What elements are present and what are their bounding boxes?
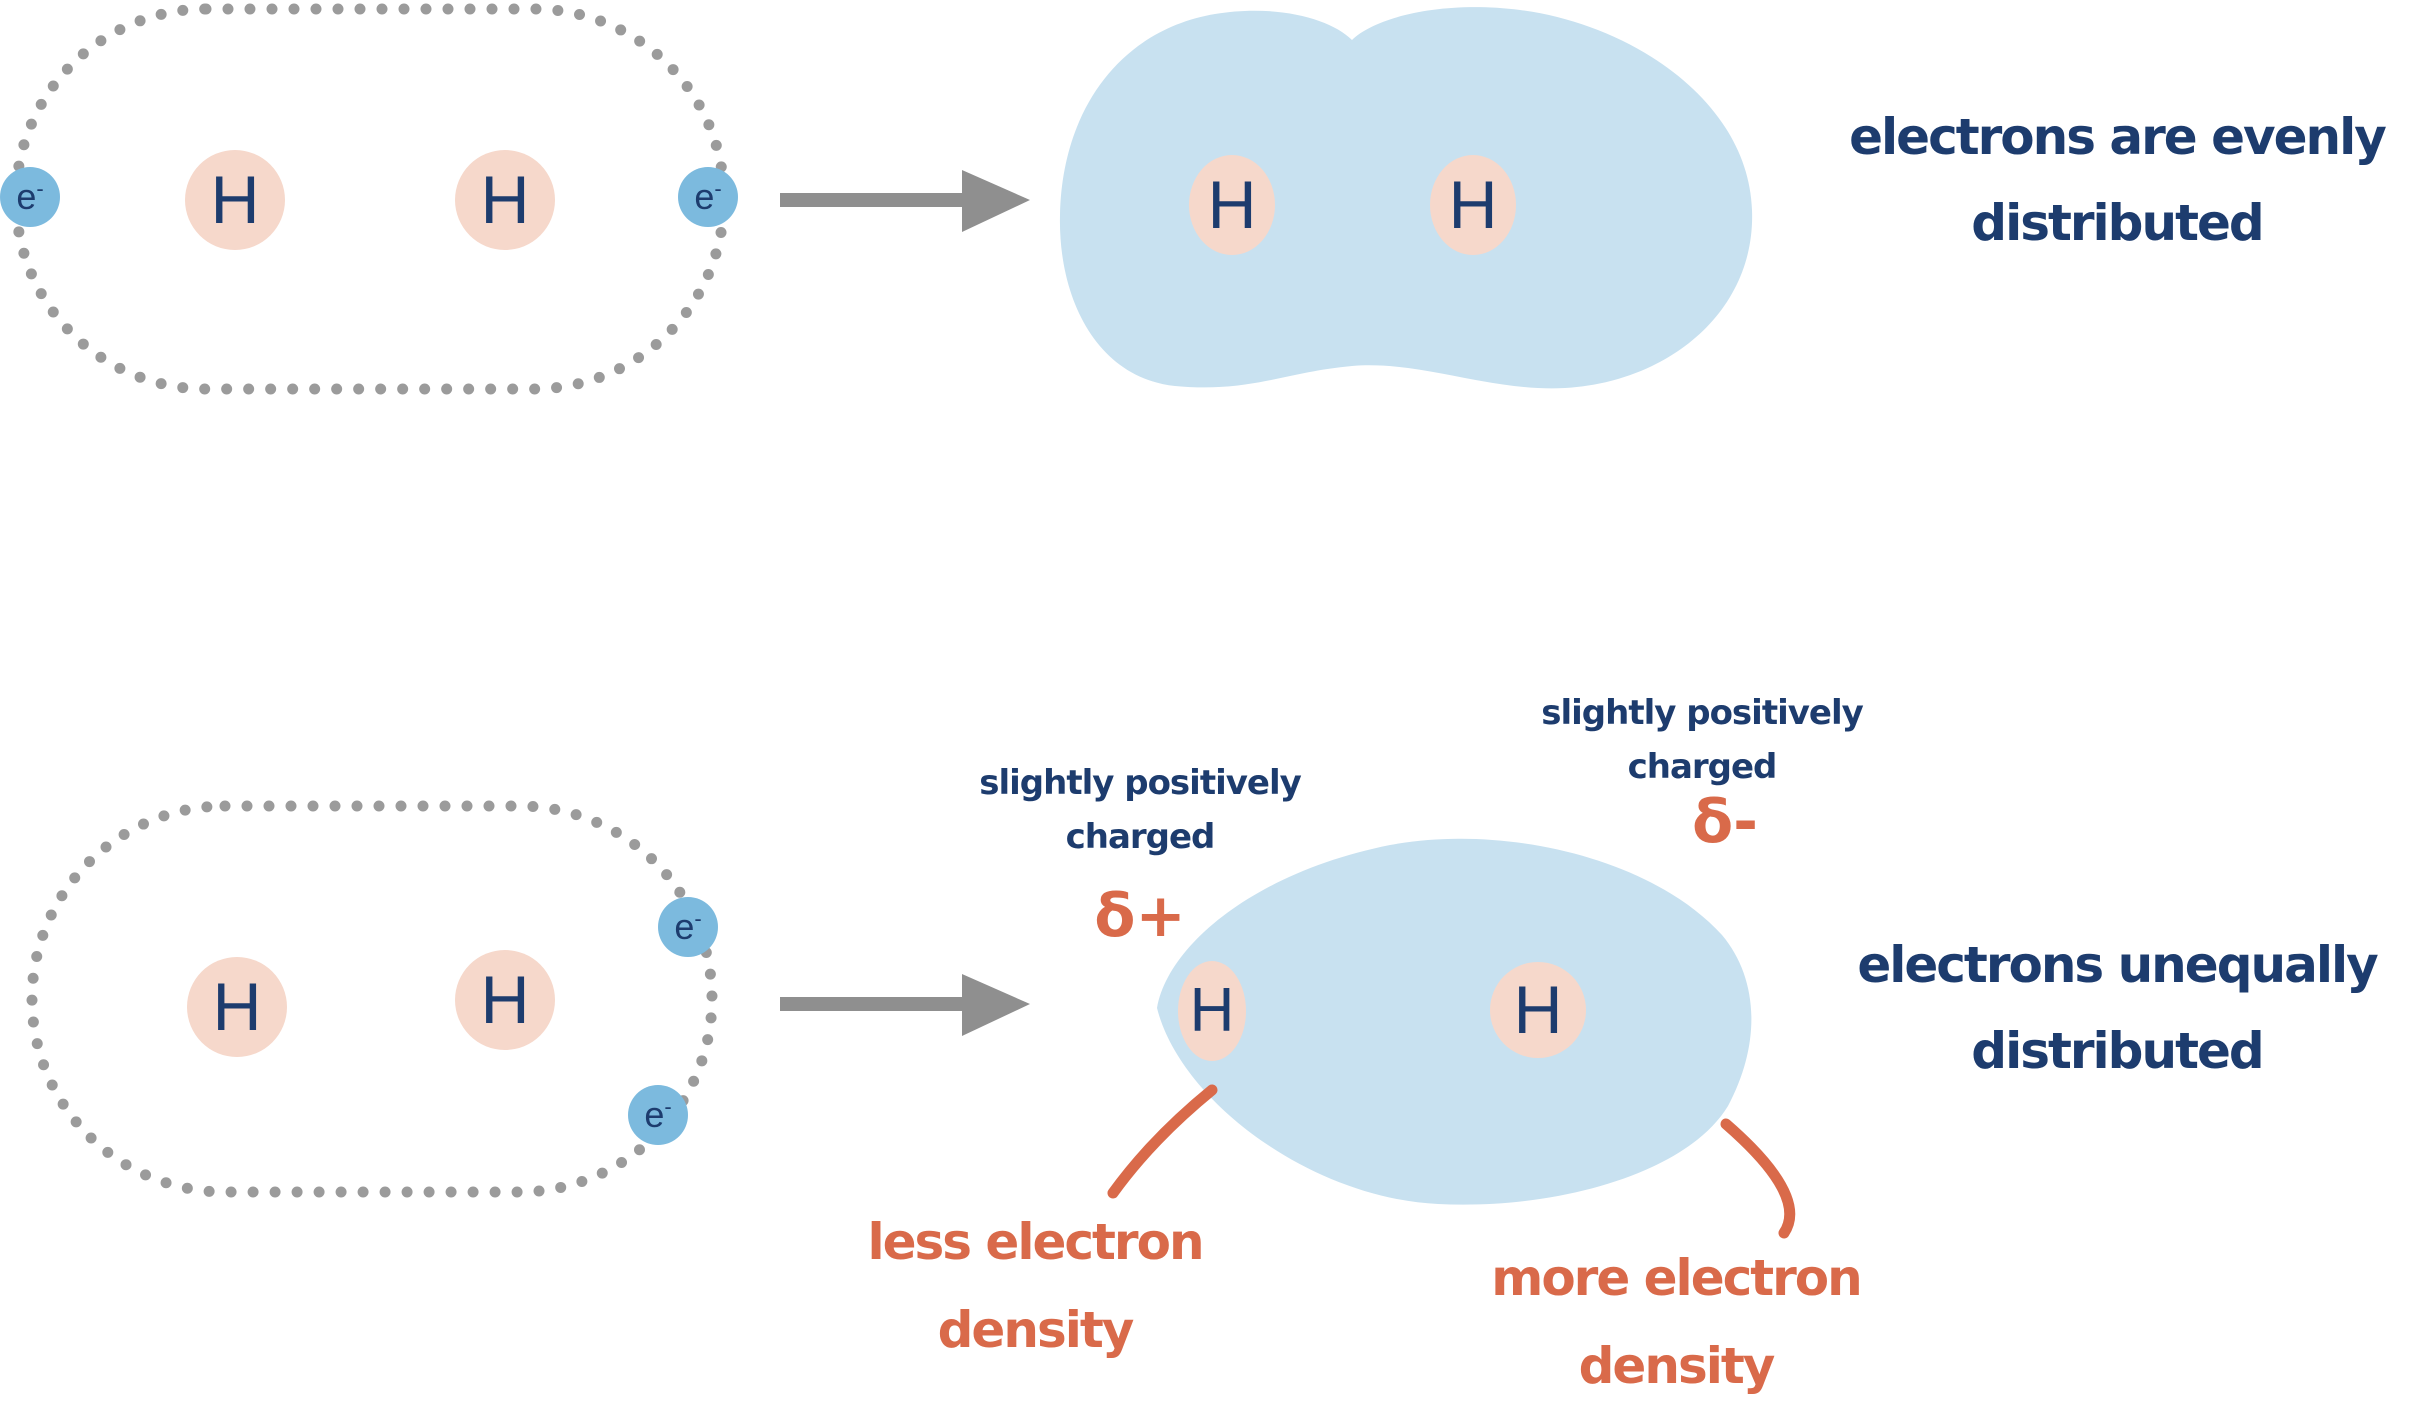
- hydrogen-atom: H: [1189, 155, 1275, 255]
- less-density-line1: less electron: [867, 1213, 1204, 1271]
- electron-badge: e-: [0, 167, 60, 227]
- right-charge-label: slightly positively charged: [1492, 686, 1912, 794]
- hydrogen-atom: H: [185, 150, 285, 250]
- left-charge-line2: charged: [1065, 817, 1216, 857]
- electron-minus-sign: -: [664, 1094, 672, 1119]
- left-charge-line1: slightly positively: [979, 763, 1302, 803]
- electron-badge: e-: [678, 167, 738, 227]
- hydrogen-atom: H: [1430, 155, 1516, 255]
- bottom-arrow-icon: [780, 974, 1030, 1036]
- electron-symbol: e: [694, 176, 715, 217]
- top-caption-line2: distributed: [1971, 194, 2264, 252]
- right-charge-line2: charged: [1627, 747, 1778, 787]
- bottom-caption: electrons unequally distributed: [1822, 922, 2412, 1094]
- electron-minus-sign: -: [694, 906, 702, 931]
- electron-symbol: e: [674, 906, 695, 947]
- delta-plus-symbol: δ+: [1094, 881, 1186, 951]
- delta-minus-symbol: δ-: [1691, 787, 1759, 857]
- uneven-electron-cloud-blob: [1157, 838, 1752, 1205]
- electron-minus-sign: -: [714, 176, 722, 201]
- less-density-label: less electron density: [775, 1198, 1295, 1374]
- hydrogen-atom: H: [1490, 962, 1586, 1058]
- hydrogen-atom: H: [455, 950, 555, 1050]
- more-density-line1: more electron: [1491, 1249, 1863, 1307]
- electron-badge: e-: [658, 897, 718, 957]
- top-caption-line1: electrons are evenly: [1849, 108, 2387, 166]
- top-caption: electrons are evenly distributed: [1822, 94, 2412, 266]
- hydrogen-atom: H: [455, 150, 555, 250]
- bottom-caption-line1: electrons unequally: [1857, 936, 2378, 994]
- even-electron-cloud-blob: [1059, 7, 1753, 389]
- right-charge-line1: slightly positively: [1541, 693, 1864, 733]
- more-density-line2: density: [1578, 1337, 1776, 1395]
- top-arrow-icon: [780, 170, 1030, 232]
- electron-badge: e-: [628, 1085, 688, 1145]
- more-density-label: more electron density: [1416, 1234, 1936, 1403]
- hydrogen-atom: H: [1178, 961, 1246, 1061]
- top-dotted-cloud-outline: [10, 3, 730, 395]
- hydrogen-atom: H: [187, 957, 287, 1057]
- more-density-pointer-line: [1720, 1118, 1796, 1239]
- electron-symbol: e: [644, 1094, 665, 1135]
- less-density-pointer-line: [1107, 1084, 1218, 1199]
- bottom-dotted-cloud-outline: [26, 800, 718, 1198]
- electron-minus-sign: -: [36, 176, 44, 201]
- less-density-line2: density: [937, 1301, 1135, 1359]
- electron-symbol: e: [16, 176, 37, 217]
- left-charge-label: slightly positively charged: [930, 756, 1350, 864]
- bottom-caption-line2: distributed: [1971, 1022, 2264, 1080]
